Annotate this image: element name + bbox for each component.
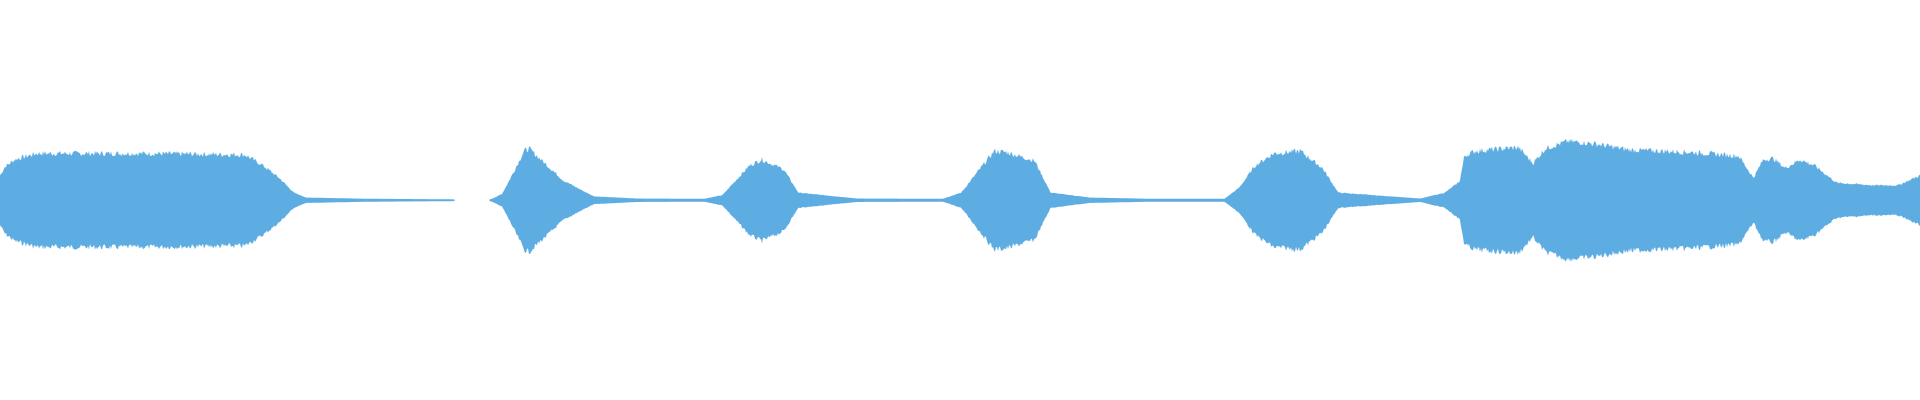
waveform-shape xyxy=(0,138,1920,262)
